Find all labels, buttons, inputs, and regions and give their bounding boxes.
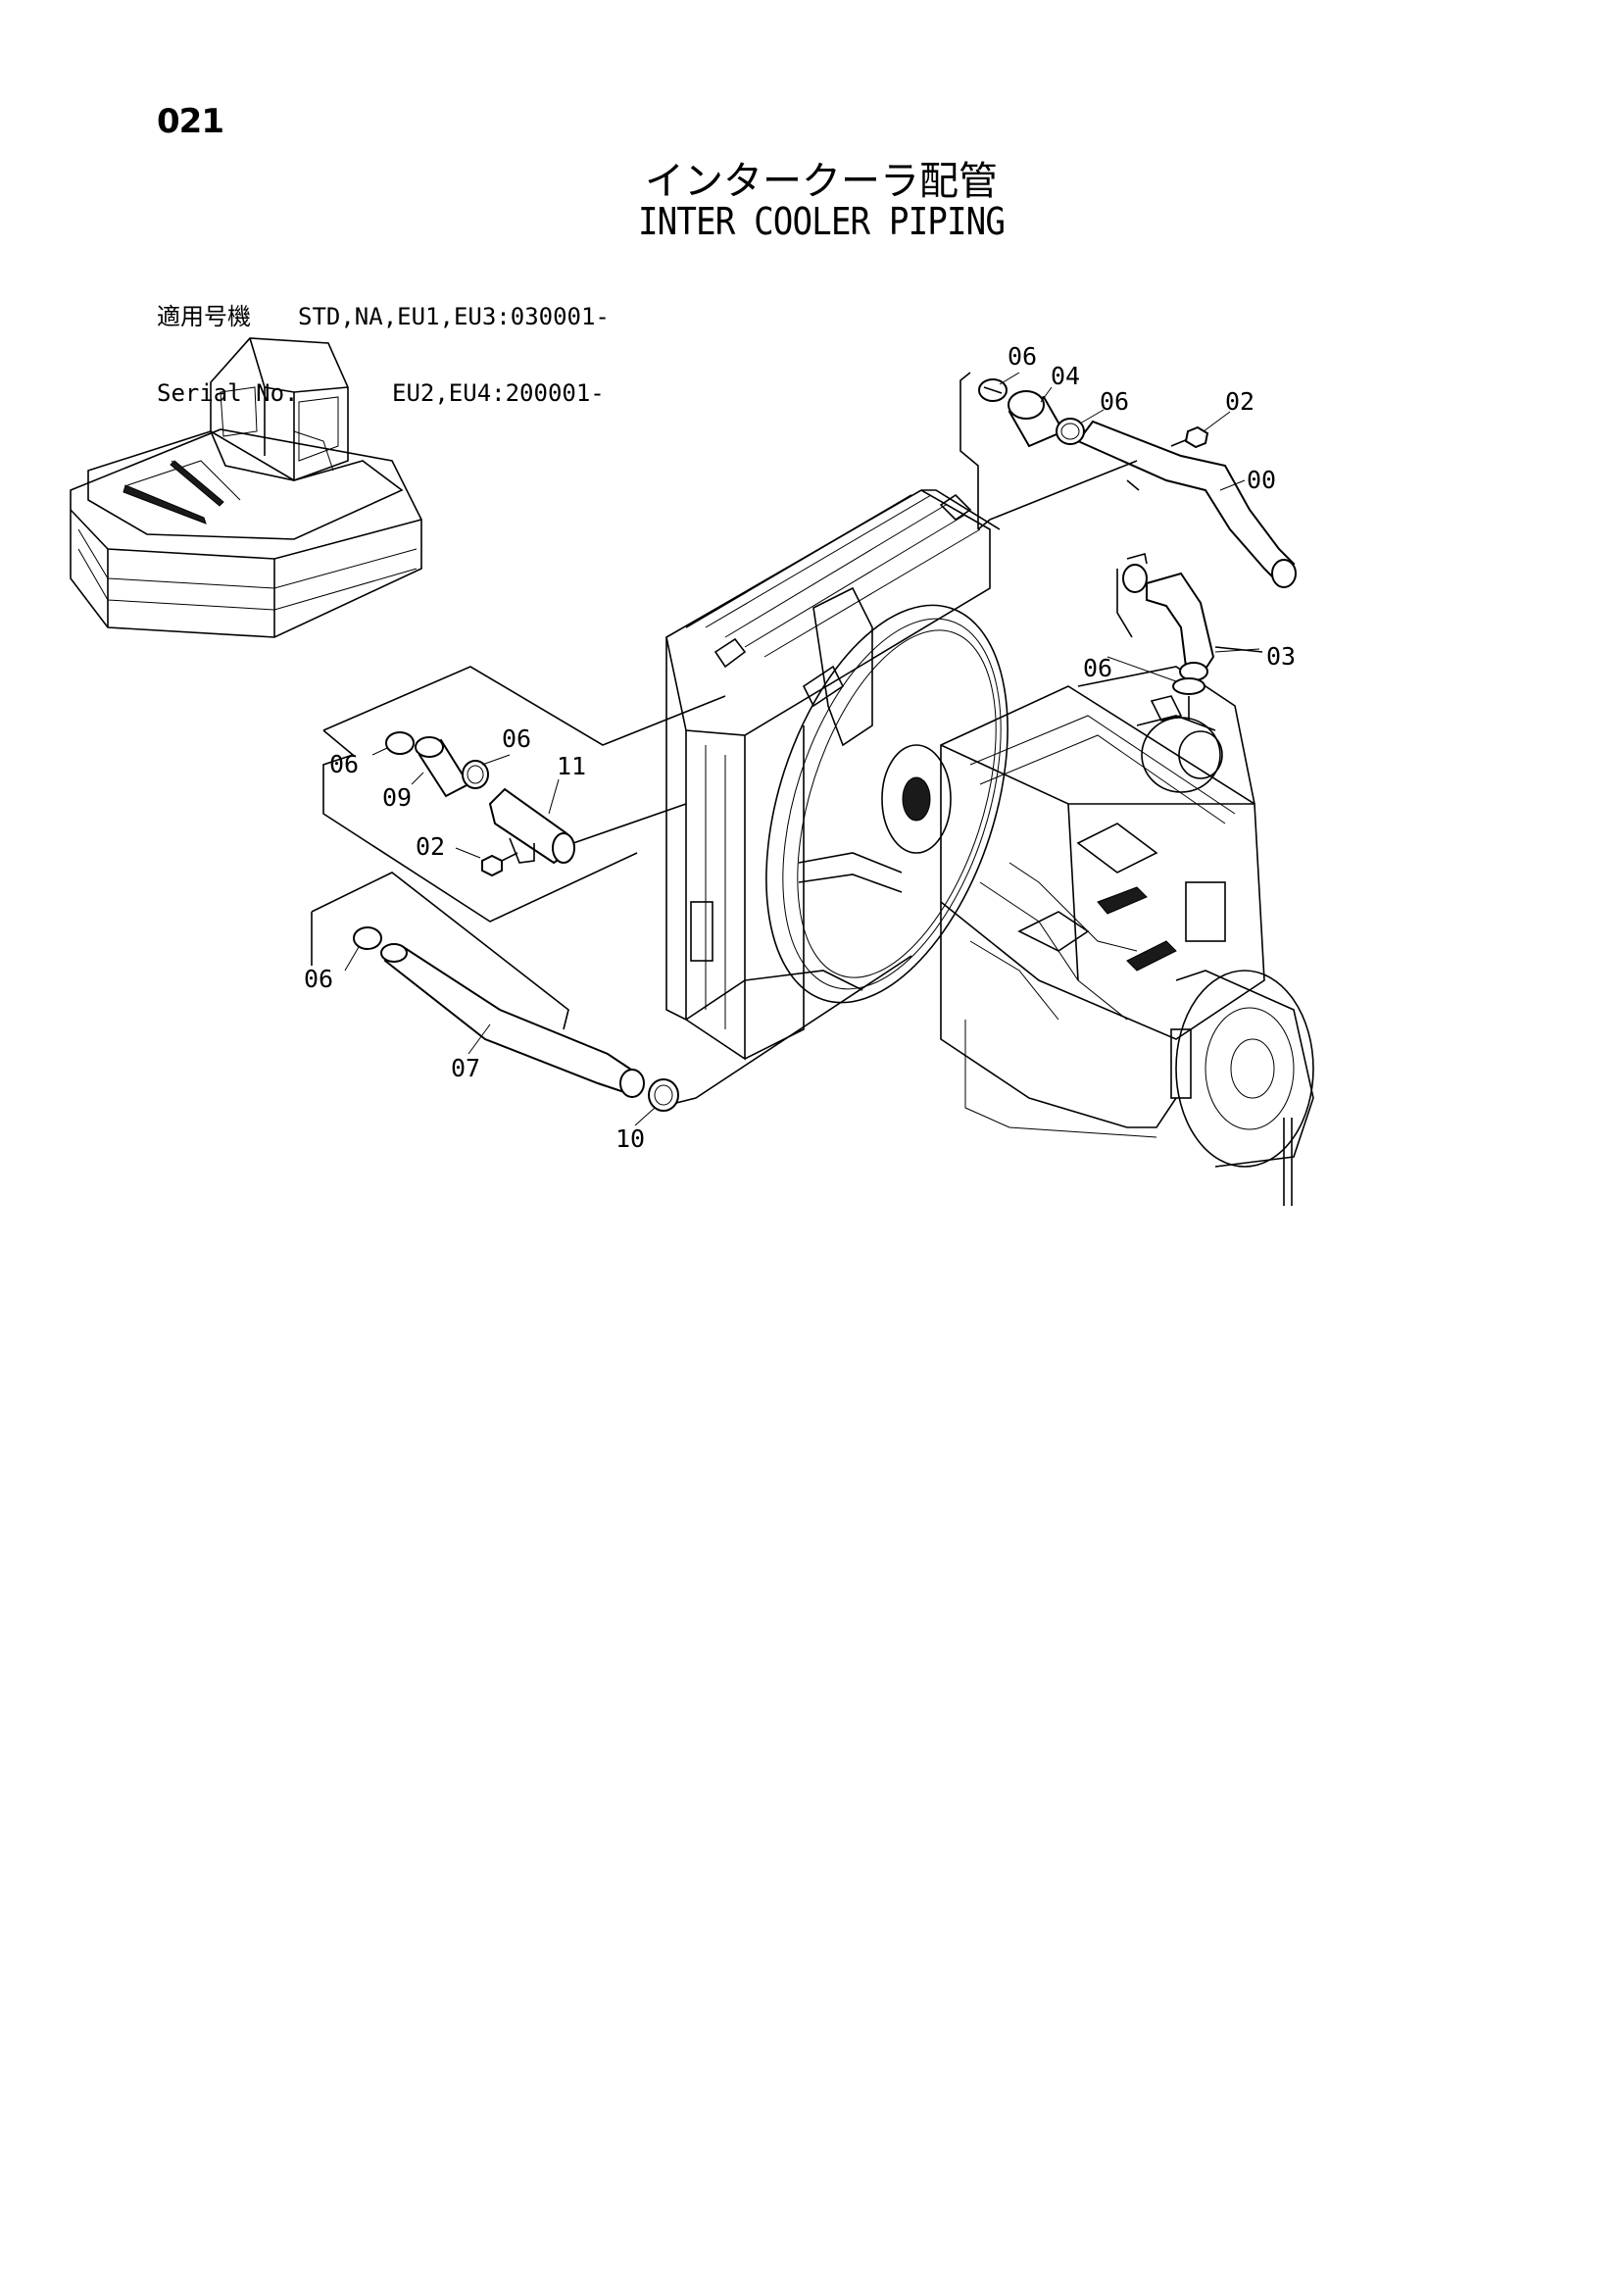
callout-06-left-2: 06 bbox=[502, 724, 531, 753]
machine-locator-icon bbox=[70, 337, 422, 638]
hose-04 bbox=[1008, 390, 1065, 448]
page-title-japanese: インタークーラ配管 bbox=[645, 159, 998, 204]
pipe-11 bbox=[488, 787, 575, 865]
engine-assembly bbox=[940, 666, 1314, 1206]
callout-02-left: 02 bbox=[416, 832, 445, 861]
clamp-10 bbox=[648, 1078, 679, 1112]
page-title-english: INTER COOLER PIPING bbox=[637, 200, 1006, 243]
callout-02-top: 02 bbox=[1225, 387, 1254, 416]
radiator-core bbox=[665, 489, 1001, 1061]
serial-label-japanese: 適用号機 bbox=[157, 303, 251, 330]
hose-03 bbox=[1146, 572, 1215, 681]
callout-07: 07 bbox=[451, 1054, 480, 1082]
pipe-00 bbox=[1076, 420, 1297, 588]
fan-shroud bbox=[765, 586, 1008, 1004]
callout-11: 11 bbox=[557, 752, 586, 780]
callout-06-top-2: 06 bbox=[1100, 387, 1129, 416]
callout-10: 10 bbox=[615, 1124, 645, 1153]
callout-03: 03 bbox=[1266, 642, 1296, 671]
clamp-06-lower bbox=[353, 926, 382, 950]
clamp-06-top-a bbox=[978, 378, 1008, 402]
clamp-06-right-b bbox=[1172, 677, 1205, 695]
callout-09: 09 bbox=[382, 783, 412, 812]
callout-06-left: 06 bbox=[329, 750, 359, 778]
callout-04: 04 bbox=[1051, 362, 1080, 390]
page-number: 021 bbox=[157, 102, 224, 141]
clamp-06-left-a bbox=[385, 731, 415, 755]
clamp-06-right-a bbox=[1122, 564, 1148, 593]
hose-07 bbox=[380, 943, 645, 1098]
callout-00: 00 bbox=[1247, 466, 1276, 494]
callout-06-lower: 06 bbox=[304, 965, 333, 993]
clamp-06-top-b bbox=[1056, 418, 1085, 445]
serial-number-block: 適用号機 STD,NA,EU1,EU3:030001- Serial No. E… bbox=[157, 253, 610, 431]
hose-09 bbox=[415, 736, 470, 798]
callout-06-top: 06 bbox=[1008, 342, 1037, 371]
callout-06-mid-right: 06 bbox=[1083, 654, 1112, 682]
bolt-02-top bbox=[1170, 425, 1209, 449]
clamp-06-left-b bbox=[462, 760, 489, 789]
serial-line-2: EU2,EU4:200001- bbox=[392, 379, 605, 407]
serial-line-1: STD,NA,EU1,EU3:030001- bbox=[298, 303, 610, 330]
bolt-02-left bbox=[481, 852, 518, 877]
